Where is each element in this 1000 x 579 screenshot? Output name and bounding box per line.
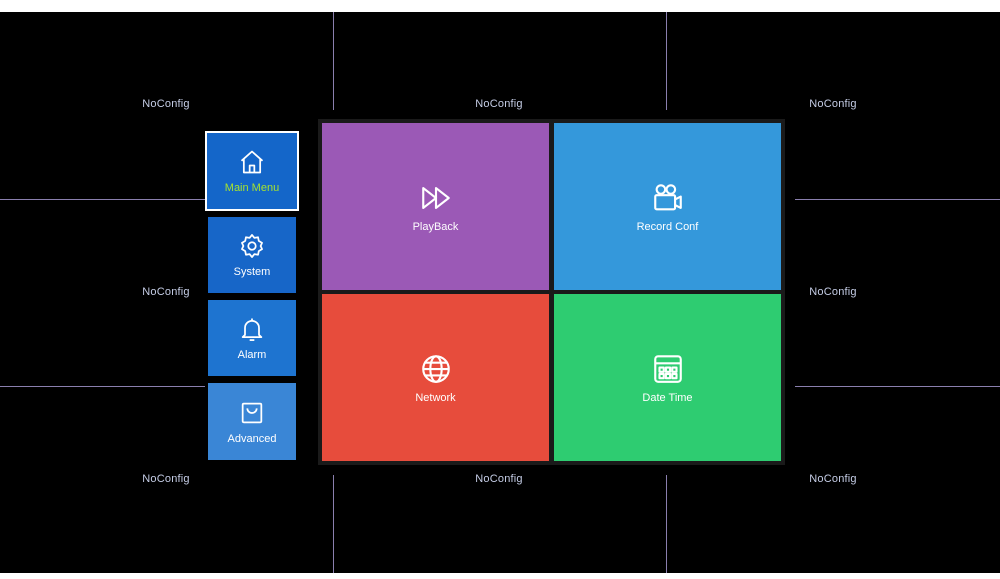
grid-line — [333, 12, 334, 110]
channel-6-label: NoConfig — [809, 286, 857, 298]
grid-line — [333, 475, 334, 573]
channel-2-label: NoConfig — [475, 98, 523, 110]
side-menu-advanced[interactable]: Advanced — [208, 383, 296, 460]
channel-7-label: NoConfig — [142, 473, 190, 485]
fast-forward-icon — [421, 186, 450, 209]
gear-icon — [241, 234, 263, 258]
tile-record-conf[interactable]: Record Conf — [554, 123, 781, 290]
tile-label: PlayBack — [412, 220, 459, 233]
channel-3-label: NoConfig — [809, 98, 857, 110]
calendar-icon — [653, 354, 682, 383]
video-camera-icon — [653, 183, 682, 210]
tile-label: Record Conf — [636, 220, 699, 233]
grid-line — [795, 199, 1000, 200]
tile-date-time[interactable]: Date Time — [554, 294, 781, 461]
bag-icon — [241, 402, 263, 423]
side-menu-label: System — [233, 266, 271, 278]
side-menu-label: Advanced — [227, 432, 277, 445]
channel-9-label: NoConfig — [809, 473, 857, 485]
side-menu-label: Alarm — [237, 349, 267, 361]
globe-icon — [421, 354, 450, 383]
tile-playback[interactable]: PlayBack — [322, 123, 549, 290]
bell-icon — [241, 318, 263, 341]
grid-line — [666, 475, 667, 573]
tile-network[interactable]: Network — [322, 294, 549, 461]
grid-line — [0, 199, 205, 200]
grid-line — [0, 386, 205, 387]
channel-1-label: NoConfig — [142, 98, 190, 110]
grid-line — [666, 12, 667, 110]
channel-4-label: NoConfig — [142, 286, 190, 298]
side-menu-label: Main Menu — [224, 182, 280, 194]
main-menu-panel: PlayBack Record Conf Network — [318, 119, 785, 465]
side-menu-system[interactable]: System — [208, 217, 296, 293]
channel-8-label: NoConfig — [475, 473, 523, 485]
dvr-screen: NoConfig NoConfig NoConfig NoConfig NoCo… — [0, 12, 1000, 573]
side-menu-alarm[interactable]: Alarm — [208, 300, 296, 376]
home-icon — [240, 150, 264, 174]
tile-label: Date Time — [642, 391, 693, 404]
side-menu-main-menu[interactable]: Main Menu — [205, 131, 299, 211]
grid-line — [795, 386, 1000, 387]
tile-label: Network — [415, 391, 456, 404]
